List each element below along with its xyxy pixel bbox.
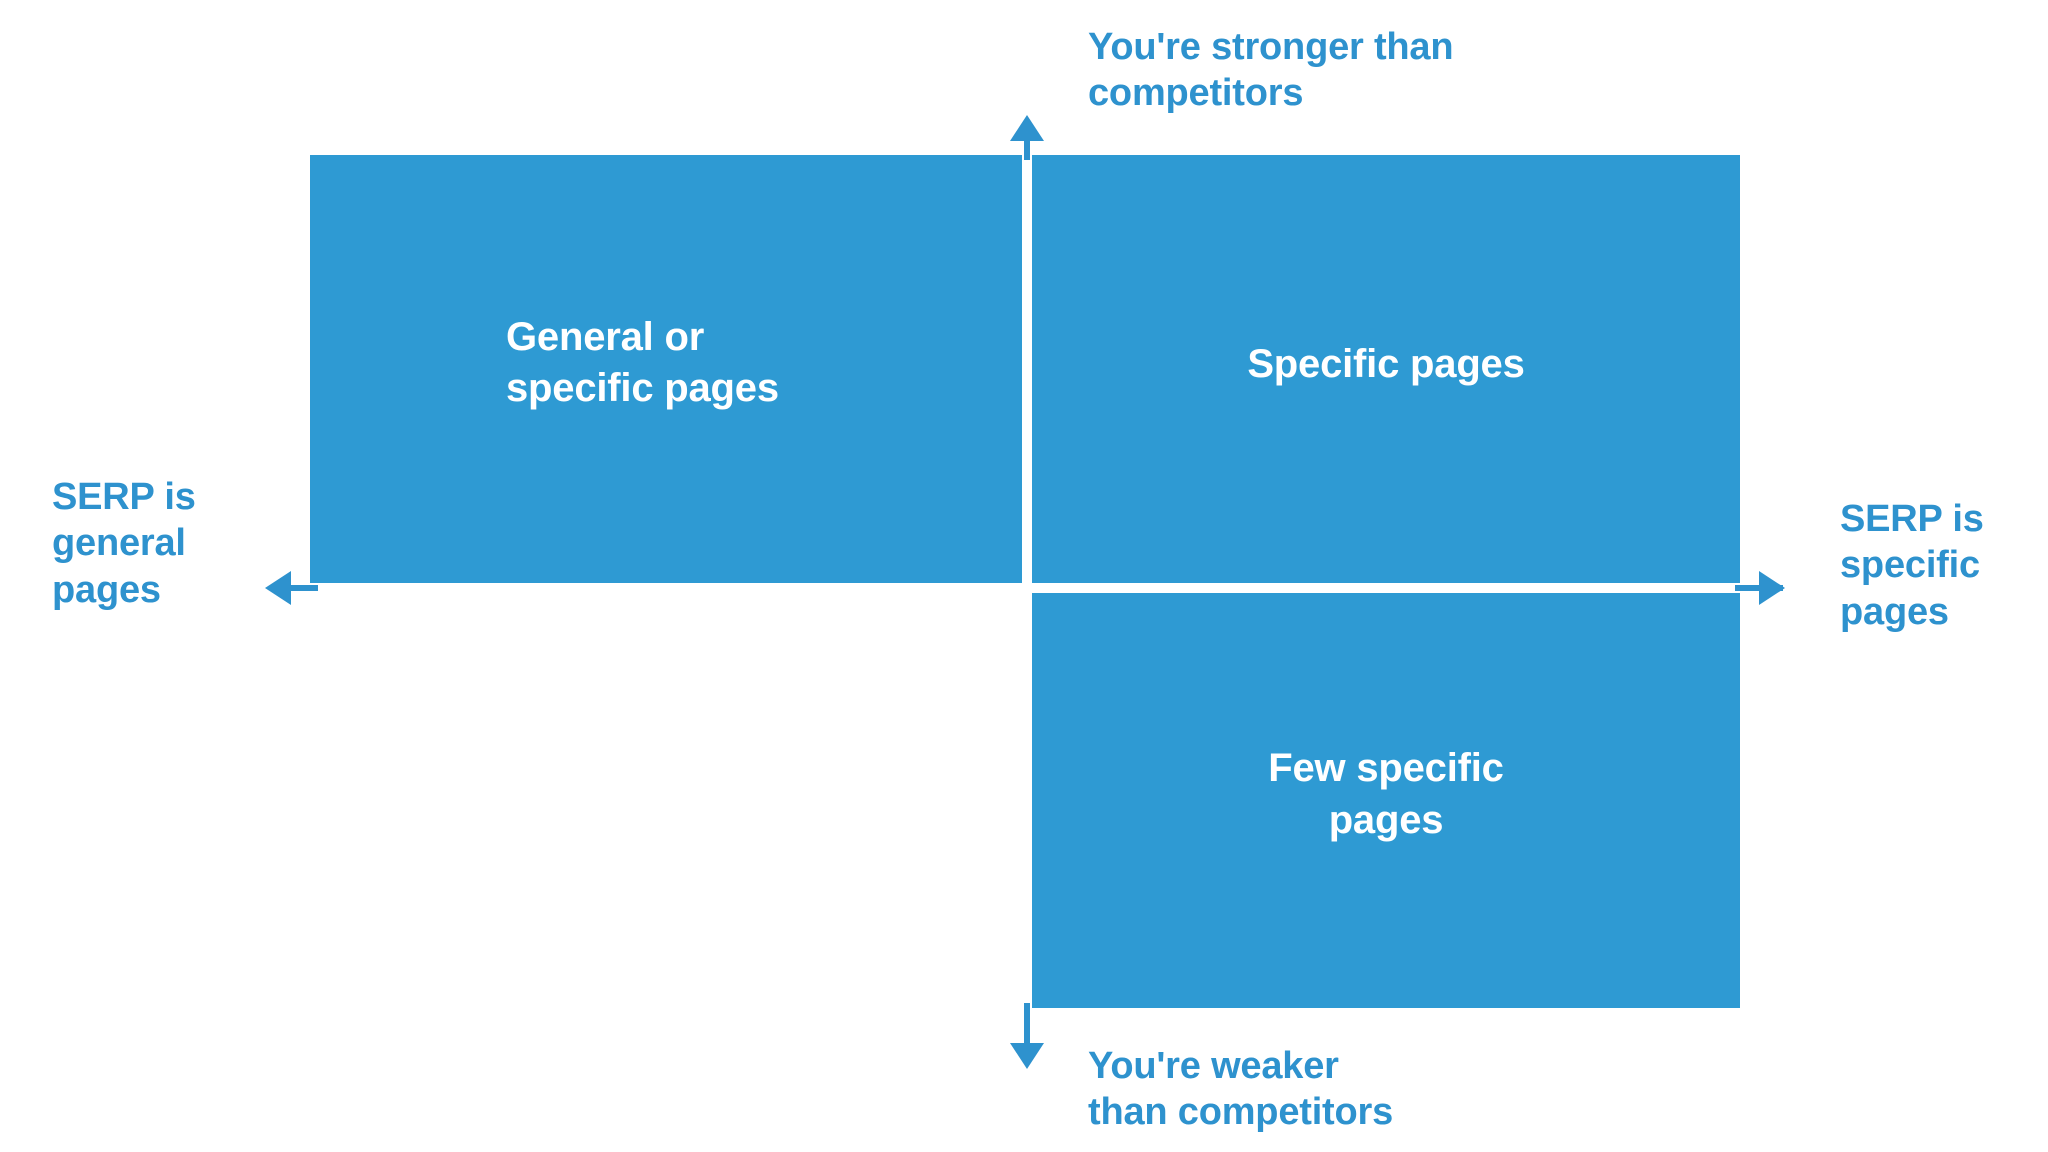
axis-label-weaker-than-competitors: You're weaker than competitors [1088,1045,1394,1134]
arrow-up-icon [1010,115,1044,141]
quadrant-top-right: Specific pages [1032,155,1740,583]
quadrant-top-right-label: Specific pages [1247,342,1525,387]
quadrant-top-left-label: General or specific pages [506,314,779,410]
quadrant-top-left: General or specific pages [310,155,1022,583]
arrow-right-icon [1759,571,1785,605]
vertical-axis-top-segment [1024,122,1030,160]
quadrant-bottom-right: Few specific pages [1032,593,1740,1008]
axis-label-serp-is-general-pages: SERP is general pages [52,476,196,611]
arrow-left-icon [265,571,291,605]
arrow-down-icon [1010,1043,1044,1069]
vertical-axis-line-overlay [1022,155,1032,1008]
horizontal-axis-left-segment [272,585,318,591]
axis-label-stronger-than-competitors: You're stronger than competitors [1088,26,1454,115]
axis-label-serp-is-specific-pages: SERP is specific pages [1840,498,1984,633]
vertical-axis-bottom-segment [1024,1003,1030,1061]
quadrant-bottom-right-label: Few specific pages [1268,746,1504,842]
